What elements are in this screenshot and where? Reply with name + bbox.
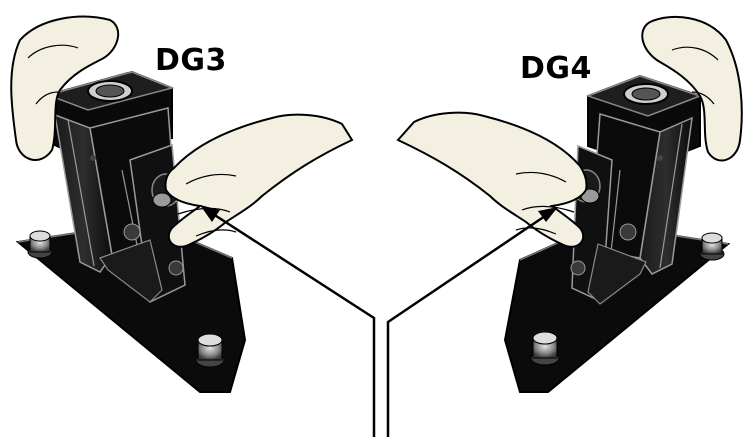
bolt-icon bbox=[699, 232, 725, 261]
leader-arrow-icon bbox=[200, 205, 376, 437]
right-hand-icon bbox=[164, 113, 354, 248]
left-hand-icon bbox=[641, 15, 743, 162]
right-hand-icon bbox=[396, 111, 588, 248]
right-unit bbox=[396, 15, 743, 393]
bolt-icon bbox=[530, 331, 560, 366]
bolt-icon bbox=[27, 230, 53, 259]
bolt-icon bbox=[195, 333, 225, 368]
left-hand-icon bbox=[10, 15, 120, 161]
leader-arrow-icon bbox=[386, 207, 558, 437]
mounting-bracket-icon bbox=[570, 74, 703, 305]
mounting-bracket-icon bbox=[45, 70, 186, 304]
unit-label-dg4: DG4 bbox=[520, 51, 592, 86]
unit-label-dg3: DG3 bbox=[155, 43, 227, 78]
left-unit bbox=[10, 15, 354, 393]
